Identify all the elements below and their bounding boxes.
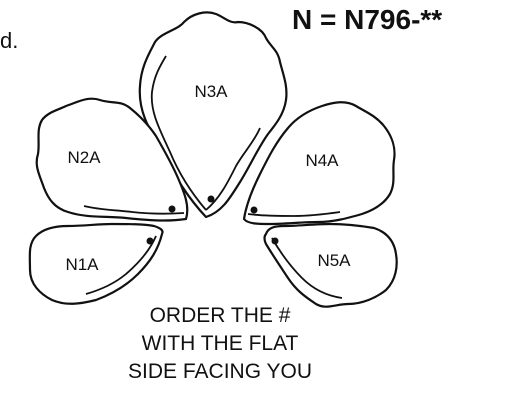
petal-n1a: N1A [28,222,164,305]
note-line-2: WITH THE FLAT [141,332,299,355]
petal-n2a: N2A [35,97,189,222]
hole-dot-n4a [250,206,258,214]
petal-n5a: N5A [263,222,398,308]
petal-n3a: N3A [138,11,288,219]
hole-dot-n1a [146,237,154,245]
order-instruction: ORDER THE # WITH THE FLAT SIDE FACING YO… [70,302,370,386]
petal-label-n1a: N1A [65,255,99,274]
part-code-title: N = N796-** [292,4,443,35]
petal-label-n4a: N4A [305,151,339,170]
petal-label-n5a: N5A [317,251,351,270]
petal-n4a: N4A [242,101,396,226]
petal-label-n3a: N3A [194,82,228,101]
cropped-text-fragment: d. [0,28,19,53]
hole-dot-n3a [207,195,215,203]
note-line-3: SIDE FACING YOU [128,360,312,383]
hole-dot-n5a [271,237,279,245]
petal-label-n2a: N2A [67,148,101,167]
hole-dot-n2a [168,205,176,213]
note-line-1: ORDER THE # [149,304,291,327]
